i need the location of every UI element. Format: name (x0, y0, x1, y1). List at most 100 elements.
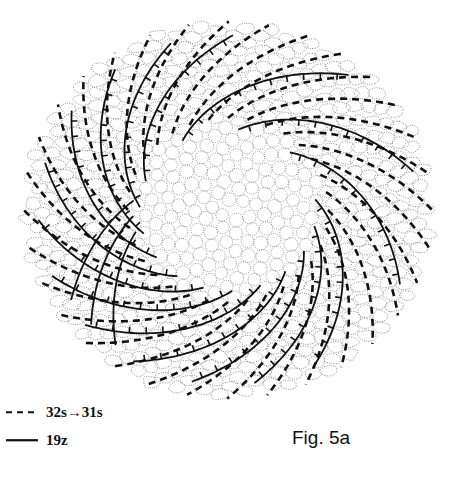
legend-sample (6, 439, 38, 441)
tick-mark (145, 78, 150, 81)
tick-mark (165, 269, 167, 275)
floret-circle (310, 176, 323, 189)
floret-circle (208, 129, 221, 142)
tick-mark (317, 208, 322, 212)
solid-parastichy (144, 35, 233, 181)
floret-circle (240, 158, 253, 171)
floret-circle (241, 235, 254, 248)
floret-circle (220, 236, 233, 249)
tick-mark (125, 211, 130, 215)
floret-outline (26, 197, 41, 209)
floret-outline (327, 342, 343, 353)
floret-circle (191, 223, 204, 236)
floret-circle (204, 273, 217, 286)
floret-outline (328, 304, 344, 315)
floret-outline (403, 141, 419, 153)
floret-outline (110, 119, 125, 132)
floret-circle (274, 189, 287, 202)
floret-circle (151, 169, 163, 181)
floret-circle (189, 235, 203, 249)
floret-outline (144, 361, 158, 373)
crossing-line (71, 201, 134, 301)
tick-mark (162, 326, 164, 332)
tick-mark (298, 120, 300, 126)
solid-parastichy (314, 199, 343, 365)
floret-circle (161, 223, 174, 236)
floret-circle (175, 238, 188, 251)
floret-outline (169, 381, 186, 393)
floret-circle (286, 250, 299, 263)
tick-mark (142, 282, 143, 288)
floret-outline (236, 386, 253, 396)
tick-mark (128, 121, 134, 122)
floret-circle (252, 151, 265, 164)
tick-mark (150, 125, 156, 127)
floret-outline (76, 329, 92, 339)
floret-outline (374, 322, 390, 333)
floret-outline (373, 310, 388, 322)
tick-mark (134, 260, 136, 266)
legend-label: 19z (46, 432, 68, 449)
dashed-parastichy (149, 295, 267, 384)
tick-mark (215, 365, 218, 370)
solid-parastichy (192, 251, 304, 382)
tick-mark (335, 296, 341, 299)
floret-outline (73, 95, 91, 105)
solid-parastichy (125, 43, 172, 207)
solid-parastichy (52, 276, 232, 310)
floret-circle (206, 239, 219, 252)
floret-outline (350, 282, 367, 292)
tick-mark (179, 324, 180, 330)
floret-outline (309, 134, 326, 145)
floret-circle (275, 175, 288, 188)
tick-mark (237, 299, 241, 304)
floret-outline (325, 61, 341, 72)
floret-circle (150, 155, 164, 169)
tick-mark (361, 137, 364, 142)
tick-mark (90, 194, 95, 197)
tick-mark (210, 315, 212, 321)
floret-circle (278, 148, 292, 162)
floret-outline (368, 88, 385, 100)
dashed-parastichy (143, 25, 189, 159)
floret-outline (358, 305, 373, 317)
floret-outline (89, 87, 106, 98)
tick-mark (71, 120, 77, 122)
tick-mark (389, 259, 395, 261)
floret-circle (177, 266, 190, 279)
solid-parastichy (45, 163, 177, 277)
tick-mark (270, 79, 271, 85)
tick-mark (197, 60, 201, 65)
floret-outline (288, 103, 304, 115)
tick-mark (74, 151, 80, 152)
tick-mark (62, 198, 67, 201)
floret-outline (268, 53, 284, 64)
floret-outline (354, 86, 370, 99)
tick-mark (303, 74, 305, 80)
floret-outline (396, 187, 414, 198)
tick-mark (175, 286, 177, 292)
tick-mark (98, 207, 103, 210)
floret-outline (117, 91, 136, 103)
floret-outline (361, 170, 377, 180)
tick-mark (224, 308, 227, 313)
floret-circle (287, 194, 300, 207)
tick-mark (295, 275, 301, 276)
tick-mark (103, 109, 109, 110)
floret-outline (277, 81, 292, 91)
floret-circle (264, 148, 278, 162)
tick-mark (362, 202, 367, 206)
floret-outline (131, 365, 146, 377)
tick-mark (340, 179, 344, 184)
tick-mark (126, 166, 132, 168)
floret-circle (253, 261, 267, 275)
solid-parastichy (238, 120, 413, 172)
tick-mark (132, 106, 138, 108)
crossing-line (113, 232, 136, 345)
floret-outline (351, 142, 367, 153)
solid-parastichy (71, 111, 156, 258)
tick-mark (139, 303, 141, 309)
tick-mark (49, 170, 55, 172)
floret-outline (107, 58, 124, 70)
tick-mark (337, 281, 343, 283)
